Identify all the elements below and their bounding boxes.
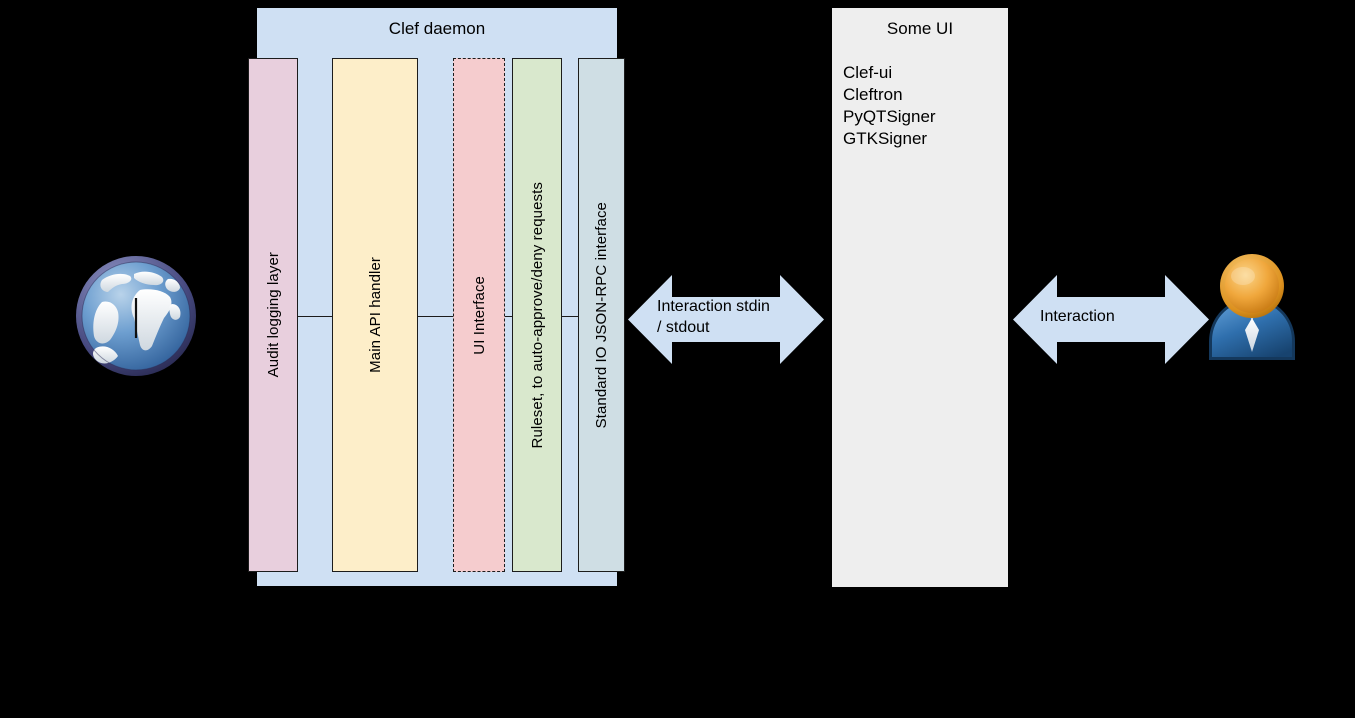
main-api-handler-box[interactable]: Main API handler (332, 58, 418, 572)
user-person-icon (1203, 252, 1301, 364)
some-ui-panel-list: Clef-ui Cleftron PyQTSigner GTKSigner (843, 62, 1003, 150)
list-item: PyQTSigner (843, 107, 936, 126)
ui-interface-label: UI Interface (470, 275, 488, 355)
interaction-arrow (1013, 275, 1209, 364)
standard-io-jsonrpc-interface-label: Standard IO JSON-RPC interface (593, 201, 610, 429)
clef-daemon-title: Clef daemon (388, 19, 486, 38)
audit-logging-layer-box[interactable]: Audit logging layer (248, 58, 298, 572)
standard-io-jsonrpc-interface-box[interactable]: Standard IO JSON-RPC interface (578, 58, 625, 572)
ruleset-box[interactable]: Ruleset, to auto-approve/deny requests (512, 58, 562, 572)
connector-api-to-ui (417, 316, 454, 317)
connector-ui-to-ruleset (504, 316, 513, 317)
list-item: Cleftron (843, 85, 903, 104)
main-api-handler-label: Main API handler (366, 257, 384, 373)
stdin-stdout-arrow (628, 275, 824, 364)
globe-internet-icon (72, 252, 200, 380)
clef-daemon-container (257, 8, 617, 586)
audit-logging-layer-label: Audit logging layer (264, 252, 282, 378)
connector-ruleset-to-stdio (561, 316, 579, 317)
list-item: Clef-ui (843, 63, 893, 82)
ui-interface-box[interactable]: UI Interface (453, 58, 505, 572)
connector-audit-to-api (297, 316, 333, 317)
list-item: GTKSigner (843, 129, 928, 148)
ruleset-label: Ruleset, to auto-approve/deny requests (528, 181, 546, 449)
some-ui-panel-title: Some UI (886, 19, 954, 38)
some-ui-panel (832, 8, 1008, 587)
